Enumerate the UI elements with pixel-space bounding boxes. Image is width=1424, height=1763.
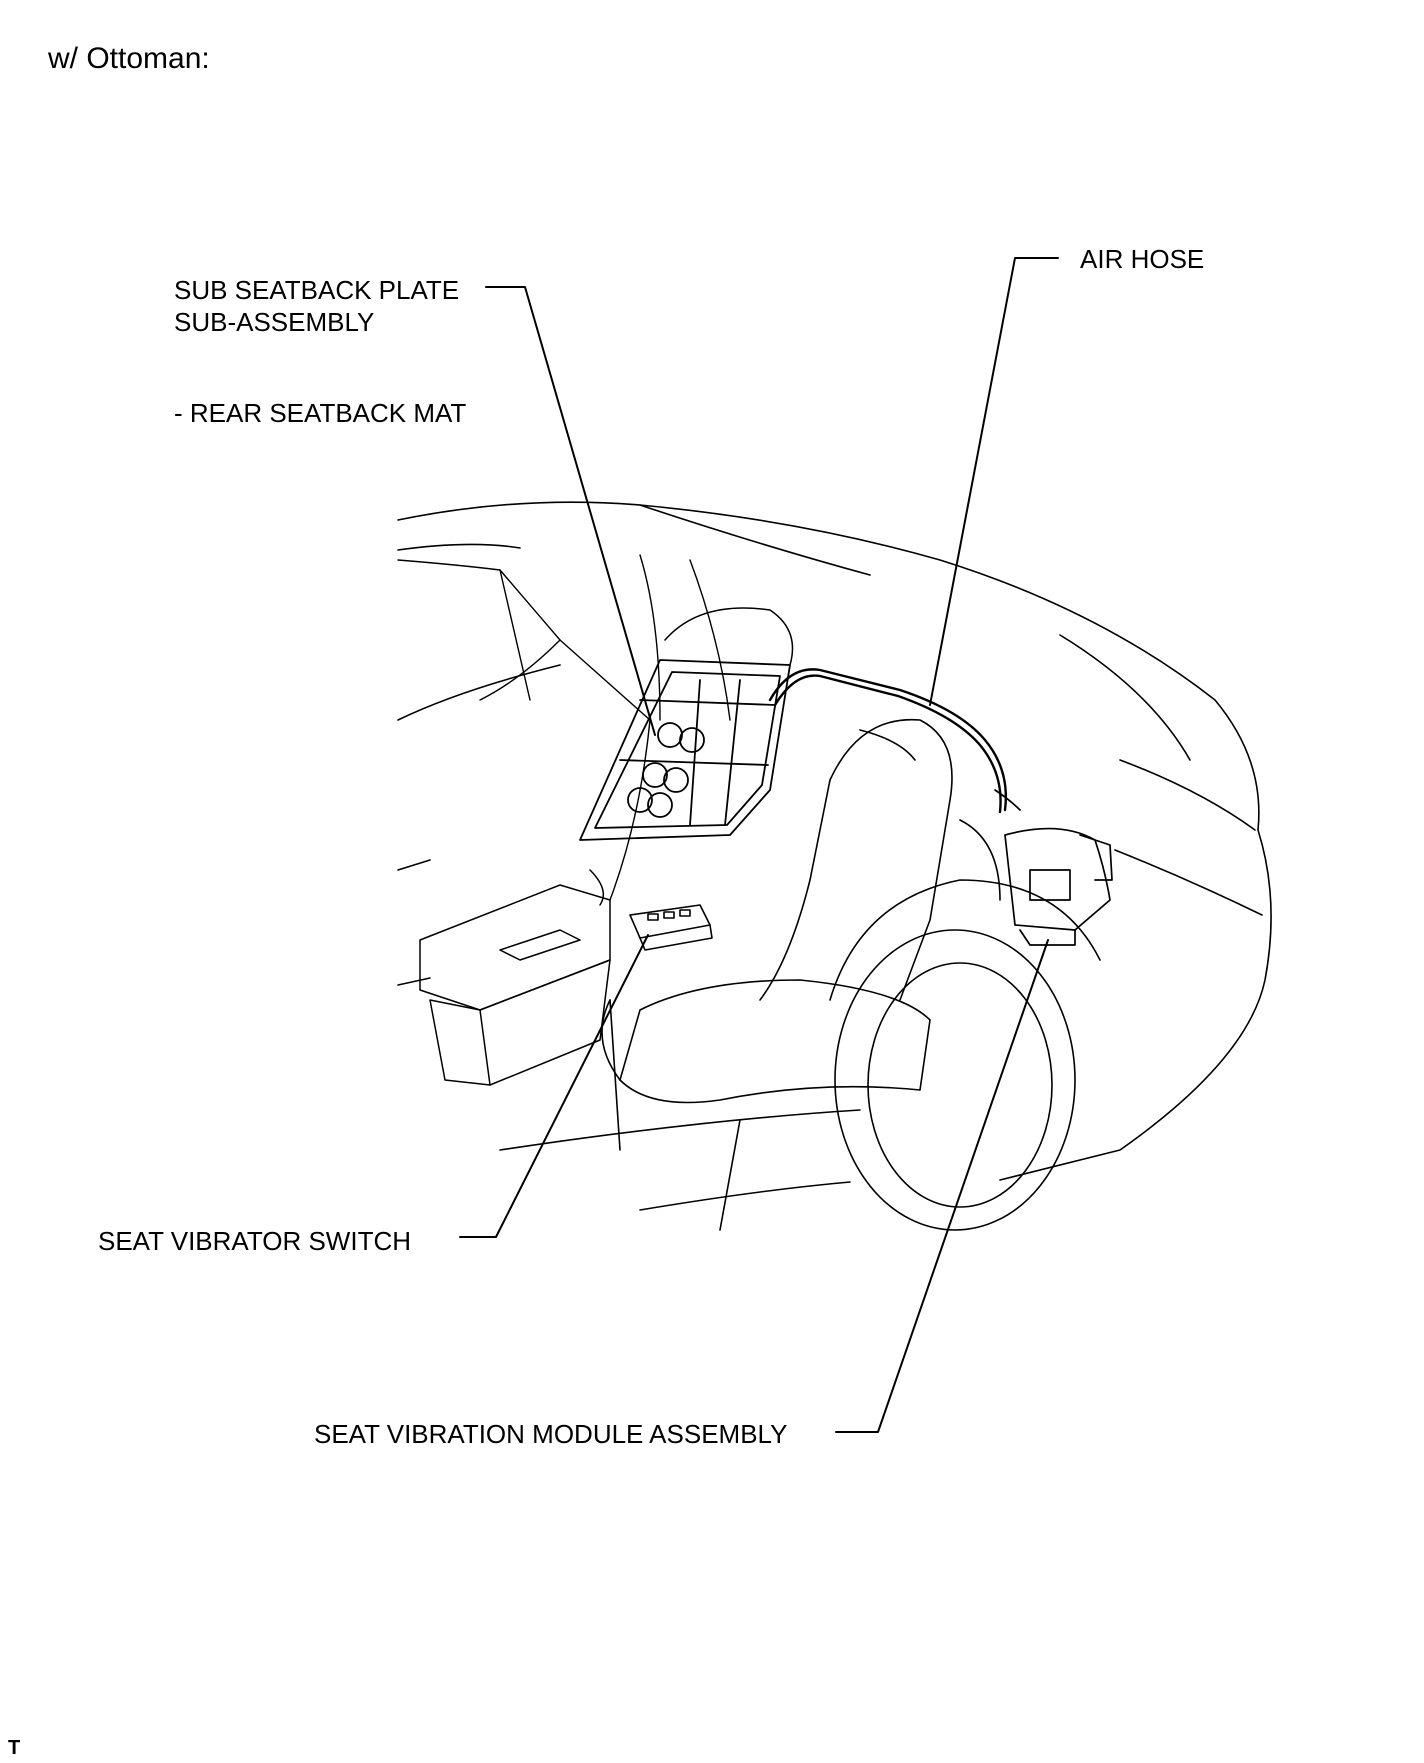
car-body-outline <box>397 501 1272 1211</box>
label-air-hose: AIR HOSE <box>1080 244 1205 274</box>
diagram-heading: w/ Ottoman: <box>48 42 210 75</box>
label-seat-vibrator-switch: SEAT VIBRATOR SWITCH <box>98 1226 412 1256</box>
rear-seat <box>601 718 1001 1231</box>
seat-vibrator-switch-part <box>629 904 713 951</box>
side-window-lines <box>397 554 731 901</box>
air-hose-part <box>768 668 1007 814</box>
seatback-frame <box>579 659 791 841</box>
headrest <box>664 607 794 666</box>
leader-seat-vibrator-switch <box>459 934 649 1238</box>
leader-air-hose <box>929 257 1059 706</box>
label-rear-seatback-mat: - REAR SEATBACK MAT <box>174 398 467 428</box>
seat-vibration-module-part <box>994 789 1113 946</box>
side-console <box>419 869 611 1086</box>
label-seat-vibration-module-assembly: SEAT VIBRATION MODULE ASSEMBLY <box>314 1419 788 1449</box>
leader-sub-seatback-plate <box>485 286 656 736</box>
rear-wheel <box>829 879 1101 1231</box>
label-sub-seatback-plate: SUB SEATBACK PLATE <box>174 275 460 305</box>
leader-seat-vibration-module <box>835 939 1049 1433</box>
label-sub-assembly: SUB-ASSEMBLY <box>174 307 375 337</box>
leader-lines <box>459 257 1059 1433</box>
corner-mark: T <box>8 1737 21 1759</box>
